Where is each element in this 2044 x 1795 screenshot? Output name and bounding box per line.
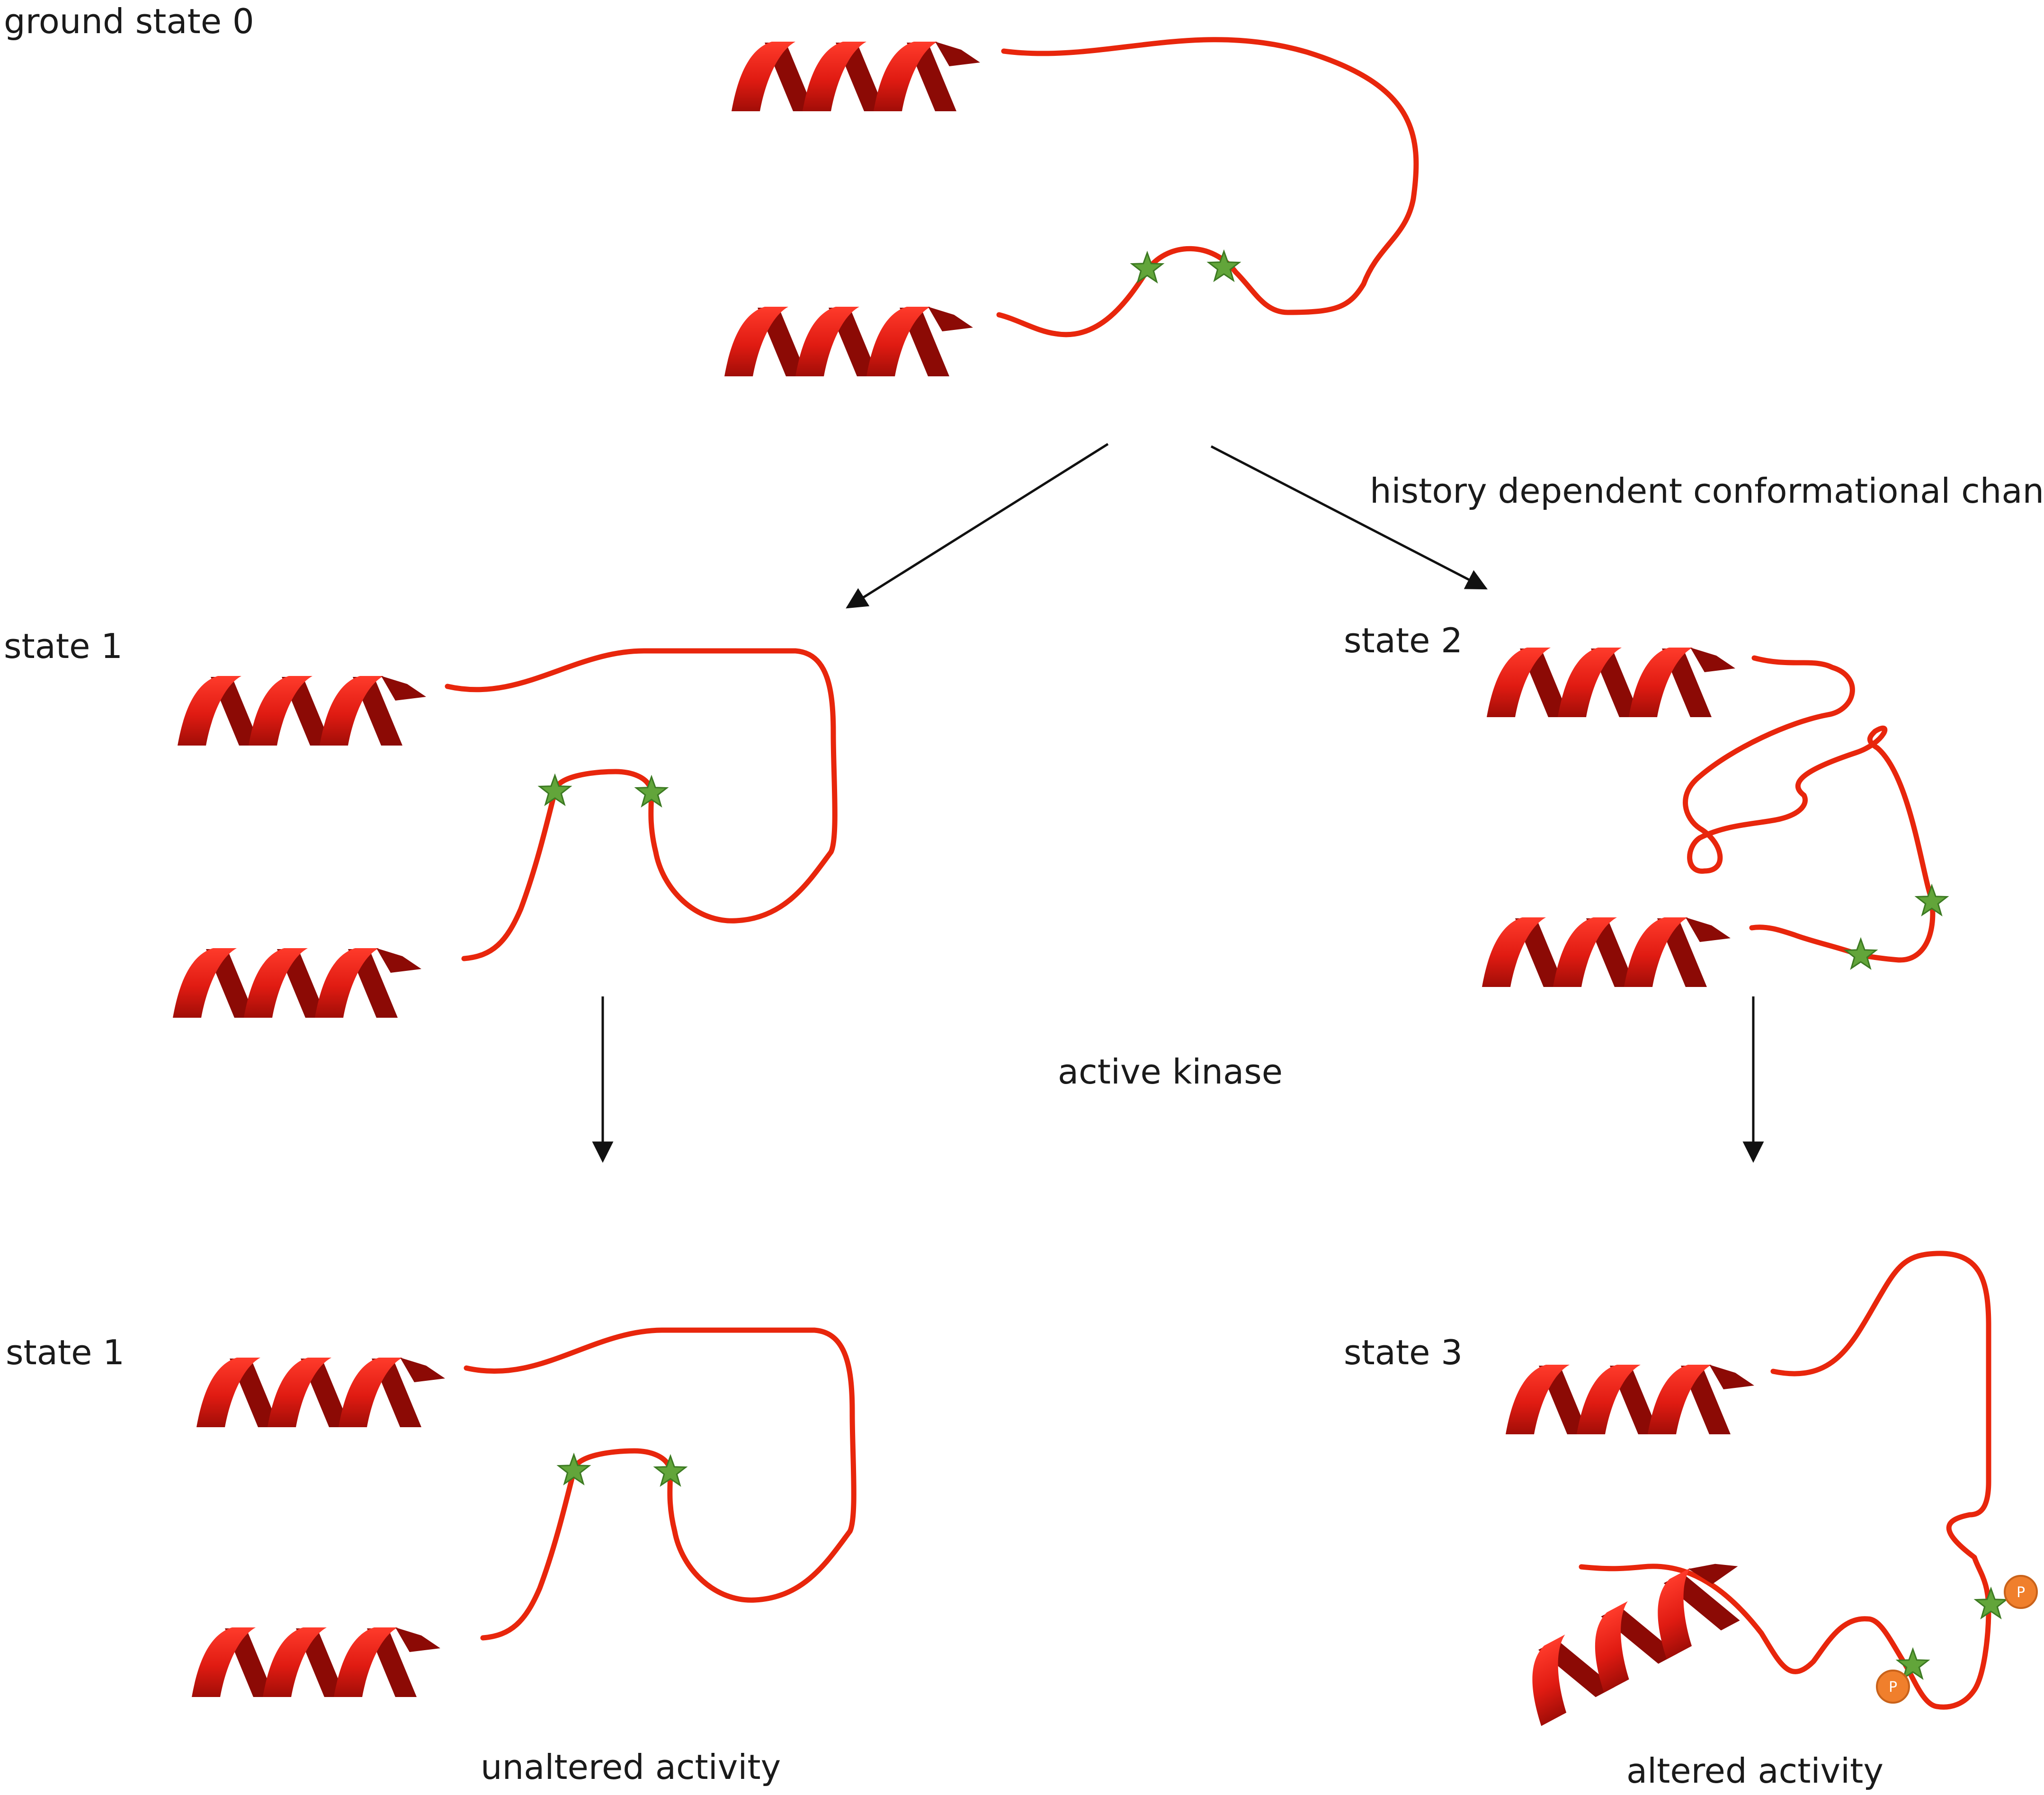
helix <box>1482 917 1731 987</box>
label-state2: state 2 <box>1344 621 1463 660</box>
phosphosite-star-icon <box>1973 1586 2008 1620</box>
helix-front-ribbon <box>874 42 937 111</box>
helix-front-ribbon <box>1506 1365 1570 1434</box>
helix <box>1487 648 1735 717</box>
phosphosite-star-icon <box>634 774 669 808</box>
loop-state3 <box>1579 1251 1991 1710</box>
phospho-label: P <box>2017 1584 2025 1601</box>
helix-end-cap <box>1688 1564 1738 1584</box>
helix-end-cap <box>395 1627 440 1652</box>
phosphosite-star-icon <box>1914 883 1949 917</box>
phospho-circle <box>2004 1575 2038 1609</box>
helix <box>173 948 421 1018</box>
label-altered-activity: altered activity <box>1626 1751 1883 1791</box>
helix-front-ribbon <box>866 307 930 376</box>
helix <box>192 1627 440 1697</box>
label-unaltered-activity: unaltered activity <box>481 1747 781 1787</box>
helix <box>1532 1564 1740 1726</box>
helix-end-cap <box>400 1358 445 1382</box>
label-active-kinase: active kinase <box>1058 1052 1283 1092</box>
helix-front-ribbon <box>1577 1365 1641 1434</box>
phospho-label: P <box>1889 1679 1897 1696</box>
helix-end-cap <box>928 307 973 331</box>
helix-front-ribbon <box>268 1358 331 1427</box>
phosphosite-star-icon <box>1130 250 1165 284</box>
phosphosites <box>537 249 2008 1680</box>
helix-front-ribbon <box>1648 1365 1712 1434</box>
helix-front-ribbon <box>1532 1635 1567 1726</box>
phosphosite-star-icon <box>1206 249 1241 283</box>
loop-state1-bottom <box>464 1327 857 1641</box>
loop-state2 <box>1683 655 1936 963</box>
helix-front-ribbon <box>196 1358 260 1427</box>
loop-ground-state <box>996 37 1419 338</box>
loops <box>445 37 1991 1710</box>
helix-front-ribbon <box>1553 917 1617 987</box>
helix-front-ribbon <box>173 948 237 1018</box>
loop-state1-top <box>445 648 838 961</box>
helix-front-ribbon <box>1558 648 1622 717</box>
label-state3: state 3 <box>1344 1333 1463 1372</box>
helices <box>173 42 1754 1726</box>
helix-end-cap <box>381 676 426 701</box>
helix-front-ribbon <box>320 676 384 746</box>
helix-end-cap <box>935 42 980 66</box>
helix-front-ribbon <box>249 676 312 746</box>
helix-front-ribbon <box>724 307 788 376</box>
phospho-group-1: P <box>2004 1575 2038 1609</box>
helix <box>1506 1365 1754 1434</box>
helix-end-cap <box>376 948 421 973</box>
helix-front-ribbon <box>315 948 379 1018</box>
helix-front-ribbon <box>795 307 859 376</box>
helix-front-ribbon <box>1624 917 1688 987</box>
helix-end-cap <box>1686 917 1731 942</box>
helix-front-ribbon <box>803 42 866 111</box>
label-state1-top: state 1 <box>4 626 123 666</box>
phosphosite-star-icon <box>1895 1647 1930 1680</box>
helix <box>732 42 980 111</box>
helix-end-cap <box>1709 1365 1754 1389</box>
helix-front-ribbon <box>244 948 308 1018</box>
helix-front-ribbon <box>339 1358 402 1427</box>
label-history: history dependent conformational changes <box>1370 471 2044 511</box>
helix-end-cap <box>1690 648 1735 672</box>
helix-front-ribbon <box>334 1627 398 1697</box>
helix-front-ribbon <box>1487 648 1551 717</box>
arrow-to-state1 <box>846 443 1109 609</box>
phospho-group-2: P <box>1876 1670 1910 1704</box>
label-state1-bottom: state 1 <box>6 1333 125 1372</box>
helix <box>724 307 973 376</box>
phosphosite-star-icon <box>537 773 572 807</box>
helix <box>196 1358 445 1427</box>
helix-front-ribbon <box>1658 1568 1692 1660</box>
helix-front-ribbon <box>732 42 795 111</box>
helix-front-ribbon <box>192 1627 256 1697</box>
arrow-to-state2 <box>1210 445 1488 590</box>
phosphosite-star-icon <box>1843 937 1878 970</box>
label-ground-state: ground state 0 <box>4 1 254 41</box>
helix-front-ribbon <box>1482 917 1546 987</box>
helix <box>178 676 426 746</box>
helix-front-ribbon <box>263 1627 327 1697</box>
helix-front-ribbon <box>178 676 241 746</box>
phosphosite-star-icon <box>653 1454 688 1487</box>
phosphosite-star-icon <box>556 1452 591 1486</box>
helix-front-ribbon <box>1595 1601 1629 1693</box>
helix-front-ribbon <box>1629 648 1693 717</box>
phospho-circle <box>1876 1670 1910 1704</box>
